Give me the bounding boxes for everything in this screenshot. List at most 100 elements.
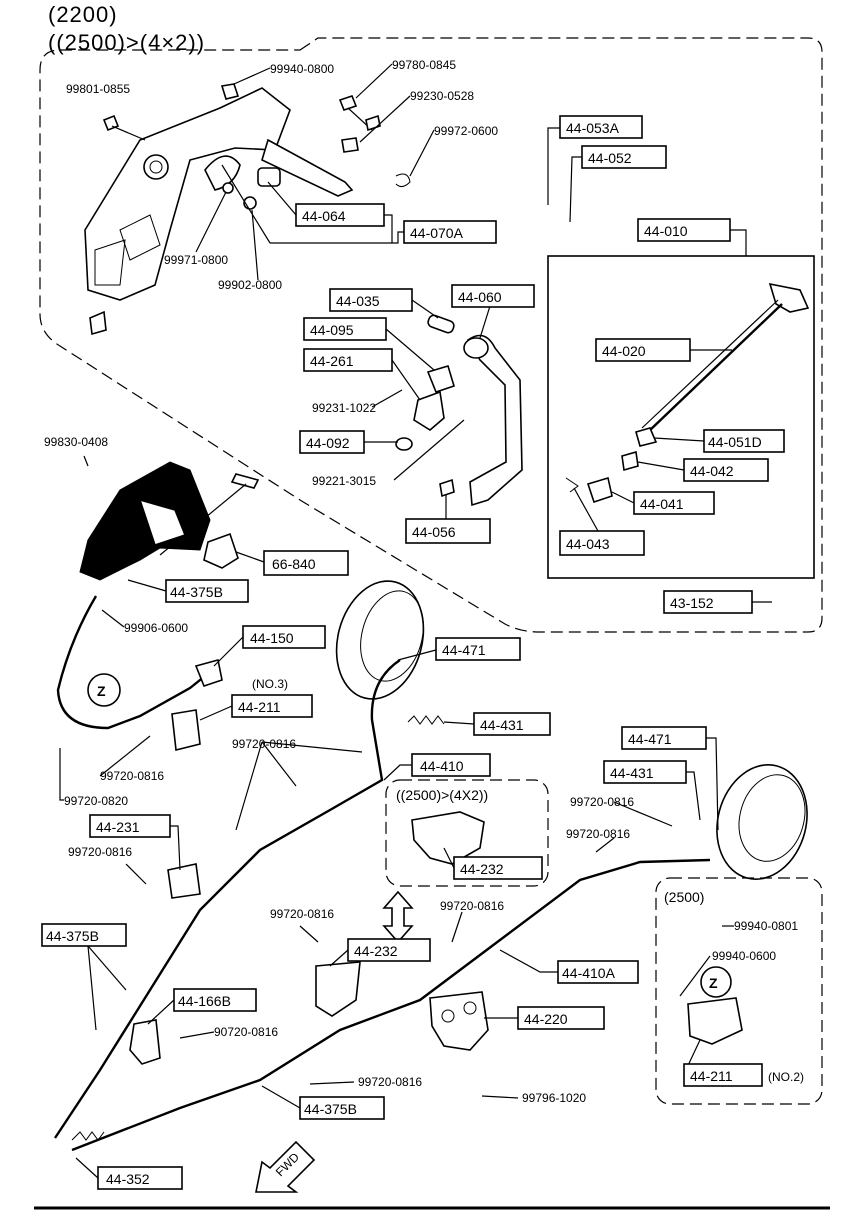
svg-text:44-261: 44-261 [310, 353, 354, 369]
pin-99230 [341, 137, 359, 153]
svg-text:44-041: 44-041 [640, 496, 684, 512]
label-99971-0800: 99971-0800 [164, 253, 228, 267]
header-model-2500-4x2: ((2500)>(4×2)) [48, 30, 205, 55]
part-44-041 [586, 476, 613, 504]
svg-text:44-166B: 44-166B [178, 993, 231, 1009]
label-99830-0408: 99830-0408 [44, 435, 108, 449]
svg-text:44-471: 44-471 [628, 731, 672, 747]
label-90720-0816: 90720-0816 [214, 1025, 278, 1039]
label-99720-0816-e: 99720-0816 [440, 899, 504, 913]
callout-44-064: 44-064 [295, 203, 385, 227]
label-99801-0855: 99801-0855 [66, 82, 130, 96]
bolt-44-056 [439, 478, 455, 498]
callout-44-070A: 44-070A [403, 220, 497, 244]
callout-44-092: 44-092 [299, 430, 365, 454]
bracket-44-232-inset [411, 811, 485, 865]
inset-2500-4x2-boundary [385, 779, 549, 887]
note-no3: (NO.3) [252, 677, 288, 691]
clip-99972 [395, 173, 411, 188]
svg-text:44-043: 44-043 [566, 536, 610, 552]
callout-44-261: 44-261 [303, 348, 393, 372]
label-99720-0816-f: 99720-0816 [570, 795, 634, 809]
svg-text:44-232: 44-232 [460, 861, 504, 877]
callout-43-152: 43-152 [663, 590, 753, 614]
label-99902-0800: 99902-0800 [218, 278, 282, 292]
bolt-99801 [102, 114, 146, 141]
header-model-2200: (2200) [48, 2, 118, 27]
svg-text:44-431: 44-431 [480, 717, 524, 733]
callout-44-220: 44-220 [517, 1006, 605, 1030]
parking-pedal-assembly [79, 461, 260, 581]
callout-44-375B-bottom: 44-375B [299, 1096, 385, 1120]
note-no2: (NO.2) [768, 1070, 804, 1084]
washer-99971 [222, 182, 234, 194]
svg-text:44-352: 44-352 [106, 1171, 150, 1187]
label-99231-1022: 99231-1022 [312, 401, 376, 415]
callout-44-056: 44-056 [405, 518, 491, 544]
callout-44-211-bottom: 44-211 [683, 1063, 763, 1087]
label-99720-0816-b: 99720-0816 [232, 737, 296, 751]
callout-44-410A: 44-410A [557, 960, 639, 984]
brake-drum-right [716, 764, 808, 880]
part-44-051D [635, 427, 658, 447]
callout-44-231: 44-231 [89, 814, 171, 838]
svg-text:44-070A: 44-070A [410, 225, 464, 241]
callout-44-410: 44-410 [411, 753, 491, 777]
label-99940-0800: 99940-0800 [270, 62, 334, 76]
handle-assembly-box [547, 255, 815, 579]
svg-text:44-431: 44-431 [610, 765, 654, 781]
nut-99940-0800 [220, 83, 240, 100]
double-arrow-icon [382, 890, 414, 944]
fwd-arrow-icon: FWD [255, 1140, 316, 1193]
svg-text:44-060: 44-060 [458, 289, 502, 305]
svg-text:44-150: 44-150 [250, 630, 294, 646]
rear-cable-left-44-410 [53, 659, 401, 1139]
svg-text:66-840: 66-840 [272, 556, 316, 572]
bracket-44-220 [429, 991, 489, 1051]
callout-44-060: 44-060 [451, 284, 535, 308]
inset-title-2500-4x2: ((2500)>(4X2)) [396, 787, 488, 803]
upper-group-boundary [39, 37, 823, 633]
view-z-letter-right: Z [709, 975, 718, 991]
svg-text:44-231: 44-231 [96, 819, 140, 835]
label-99972-0600: 99972-0600 [434, 124, 498, 138]
svg-text:44-052: 44-052 [588, 150, 632, 166]
svg-text:44-410A: 44-410A [562, 965, 616, 981]
pin-44-092 [395, 437, 413, 451]
callout-44-095: 44-095 [303, 317, 387, 341]
callout-44-020: 44-020 [595, 338, 691, 362]
svg-text:44-211: 44-211 [690, 1068, 733, 1084]
callout-44-052: 44-052 [581, 145, 667, 169]
label-99720-0816-c: 99720-0816 [68, 845, 132, 859]
ratchet-lever-44-060 [463, 334, 523, 507]
spring-44-352 [71, 1131, 105, 1141]
pedal-bracket [84, 87, 354, 336]
svg-text:44-375B: 44-375B [304, 1101, 357, 1117]
view-z-marker-right: Z [700, 966, 732, 998]
callout-44-043: 44-043 [559, 530, 645, 556]
brake-drum-left [335, 580, 425, 700]
spring-44-261 [413, 390, 445, 431]
label-99940-0801: 99940-0801 [734, 919, 798, 933]
svg-text:44-232: 44-232 [354, 943, 398, 959]
svg-text:44-471: 44-471 [442, 642, 486, 658]
label-99796-1020: 99796-1020 [522, 1091, 586, 1105]
rear-cable-right-44-410A [71, 858, 711, 1152]
inset-title-2500: (2500) [664, 889, 704, 905]
callout-44-010: 44-010 [637, 218, 731, 242]
svg-text:44-035: 44-035 [336, 293, 380, 309]
svg-text:44-095: 44-095 [310, 322, 354, 338]
svg-text:43-152: 43-152 [670, 595, 714, 611]
svg-text:44-375B: 44-375B [46, 928, 99, 944]
label-99720-0816-d: 99720-0816 [270, 907, 334, 921]
callout-44-431-top: 44-431 [473, 712, 551, 736]
spring-44-043 [565, 477, 579, 493]
callout-44-053A: 44-053A [559, 115, 643, 139]
callout-44-035: 44-035 [329, 288, 413, 312]
callout-44-375B-left: 44-375B [41, 923, 127, 947]
label-99906-0600: 99906-0600 [124, 621, 188, 635]
label-99230-0528: 99230-0528 [410, 89, 474, 103]
svg-text:44-410: 44-410 [420, 758, 464, 774]
label-99780-0845: 99780-0845 [392, 58, 456, 72]
